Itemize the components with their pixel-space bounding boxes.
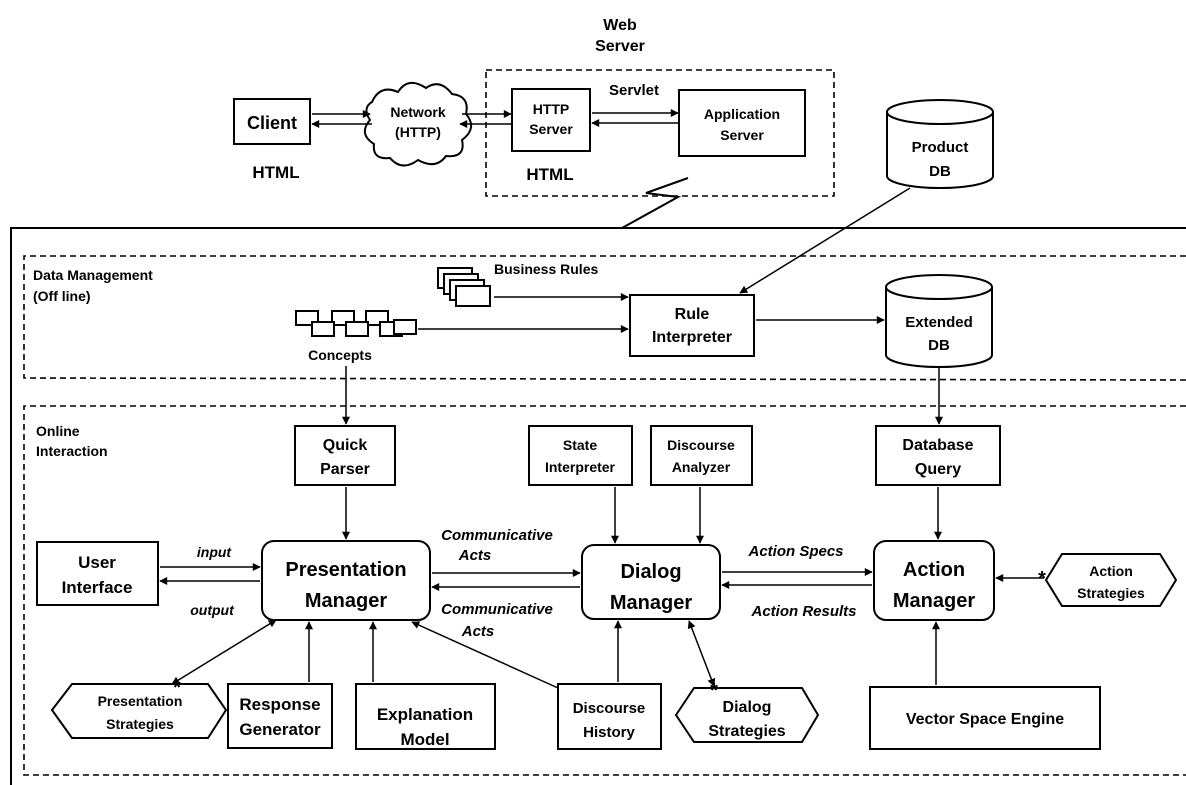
extended-db-label-line1: Extended xyxy=(905,314,973,331)
client-label: Client xyxy=(247,113,297,133)
application-server-box: Application Server xyxy=(678,89,806,157)
communicative-acts-bottom-line2: Acts xyxy=(461,623,495,640)
response-generator-label-line2: Generator xyxy=(239,720,321,739)
client-box: Client xyxy=(233,98,311,145)
explanation-model-label-line2: Model xyxy=(400,730,449,749)
action-results-label: Action Results xyxy=(750,603,856,620)
input-label: input xyxy=(197,544,233,560)
network-label-line2: (HTTP) xyxy=(395,124,441,140)
online-interaction-title-line2: Interaction xyxy=(36,443,108,459)
online-interaction-title-line1: Online xyxy=(36,423,80,439)
state-interpreter-label-line2: Interpreter xyxy=(545,459,616,475)
rule-interpreter-box: Rule Interpreter xyxy=(629,294,755,357)
concepts-label: Concepts xyxy=(308,347,372,363)
product-db-cylinder: Product DB xyxy=(886,99,994,189)
web-server-title-line1: Web xyxy=(603,17,637,34)
rule-interpreter-label-line2: Interpreter xyxy=(652,329,732,346)
business-rules-label: Business Rules xyxy=(494,261,598,277)
explanation-model-label-line1: Explanation xyxy=(377,705,473,724)
action-strategies-label-line1: Action xyxy=(1089,563,1133,579)
state-interpreter-box: State Interpreter xyxy=(528,425,633,486)
response-generator-label-line1: Response xyxy=(239,695,320,714)
action-strategies-hexagon: Action Strategies xyxy=(1044,553,1178,607)
action-strategies-star: * xyxy=(1038,568,1046,590)
user-interface-label-line2: Interface xyxy=(62,578,133,597)
user-interface-box: User Interface xyxy=(36,541,159,606)
network-cloud: Network (HTTP) xyxy=(363,81,473,167)
http-server-label-line2: Server xyxy=(529,121,573,137)
network-label-line1: Network xyxy=(390,104,445,120)
html-label-client: HTML xyxy=(252,163,299,182)
presentation-strategies-label-line1: Presentation xyxy=(98,693,183,709)
presentation-manager-label-line1: Presentation xyxy=(285,559,406,581)
data-management-title-line1: Data Management xyxy=(33,267,153,283)
dialog-strategies-label-line1: Dialog xyxy=(723,699,772,716)
lightning-connector xyxy=(621,177,689,229)
web-server-boundary xyxy=(485,69,835,197)
presentation-manager-box: Presentation Manager xyxy=(261,540,431,621)
dialog-strategies-star: * xyxy=(710,680,718,702)
dialog-manager-label-line2: Manager xyxy=(610,592,692,614)
data-management-boundary xyxy=(23,255,1186,381)
link-presentation-strategies-manager xyxy=(171,619,277,685)
explanation-model-box: Explanation Model xyxy=(355,683,496,750)
business-rules-stack xyxy=(437,267,491,307)
application-server-label-line2: Server xyxy=(720,127,764,143)
product-db-label-line1: Product xyxy=(912,139,969,156)
presentation-strategies-label-line2: Strategies xyxy=(106,716,174,732)
user-interface-label-line1: User xyxy=(78,553,116,572)
response-generator-box: Response Generator xyxy=(227,683,333,749)
arrow-product-db-to-rule-interpreter xyxy=(739,187,911,294)
extended-db-label-line2: DB xyxy=(928,337,950,354)
system-frame xyxy=(10,227,1186,785)
quick-parser-box: Quick Parser xyxy=(294,425,396,486)
communicative-acts-bottom-line1: Communicative xyxy=(441,601,553,618)
dialog-strategies-hexagon: Dialog Strategies xyxy=(674,687,820,743)
action-strategies-label-line2: Strategies xyxy=(1077,585,1145,601)
online-interaction-boundary xyxy=(23,405,1186,776)
product-db-label-line2: DB xyxy=(929,163,951,180)
presentation-manager-label-line2: Manager xyxy=(305,590,387,612)
action-manager-box: Action Manager xyxy=(873,540,995,621)
rule-interpreter-label-line1: Rule xyxy=(675,306,710,323)
extended-db-cylinder: Extended DB xyxy=(885,274,993,368)
database-query-box: Database Query xyxy=(875,425,1001,486)
discourse-analyzer-label-line2: Analyzer xyxy=(672,459,731,475)
application-server-label-line1: Application xyxy=(704,106,780,122)
action-manager-label-line1: Action xyxy=(903,559,965,581)
dialog-manager-label-line1: Dialog xyxy=(620,561,681,583)
communicative-acts-top-line1: Communicative xyxy=(441,527,553,544)
vector-space-engine-box: Vector Space Engine xyxy=(869,686,1101,750)
presentation-strategies-star: * xyxy=(173,677,181,699)
action-specs-label: Action Specs xyxy=(747,543,843,560)
link-dialog-manager-dialog-strategies xyxy=(687,620,716,687)
output-label: output xyxy=(190,602,235,618)
database-query-label-line2: Query xyxy=(915,461,961,478)
action-manager-label-line2: Manager xyxy=(893,590,975,612)
state-interpreter-label-line1: State xyxy=(563,437,597,453)
arrow-discourse-history-to-presentation xyxy=(411,621,559,689)
discourse-history-label-line2: History xyxy=(583,724,635,741)
discourse-analyzer-label-line1: Discourse xyxy=(667,437,735,453)
web-server-title-line2: Server xyxy=(595,38,645,55)
vector-space-engine-label: Vector Space Engine xyxy=(906,711,1064,728)
http-server-box: HTTP Server xyxy=(511,88,591,152)
dialog-strategies-label-line2: Strategies xyxy=(708,723,785,740)
quick-parser-label-line1: Quick xyxy=(323,437,368,454)
discourse-analyzer-box: Discourse Analyzer xyxy=(650,425,753,486)
concepts-graph xyxy=(295,310,417,337)
http-server-label-line1: HTTP xyxy=(533,101,570,117)
dialog-manager-box: Dialog Manager xyxy=(581,544,721,620)
communicative-acts-top-line2: Acts xyxy=(458,547,492,564)
presentation-strategies-hexagon: Presentation Strategies xyxy=(50,683,228,739)
data-management-title-line2: (Off line) xyxy=(33,288,91,304)
quick-parser-label-line2: Parser xyxy=(320,461,370,478)
database-query-label-line1: Database xyxy=(902,437,973,454)
html-label-server: HTML xyxy=(526,165,573,184)
discourse-history-box: Discourse History xyxy=(557,683,662,750)
servlet-label: Servlet xyxy=(609,82,659,99)
discourse-history-label-line1: Discourse xyxy=(573,700,646,717)
